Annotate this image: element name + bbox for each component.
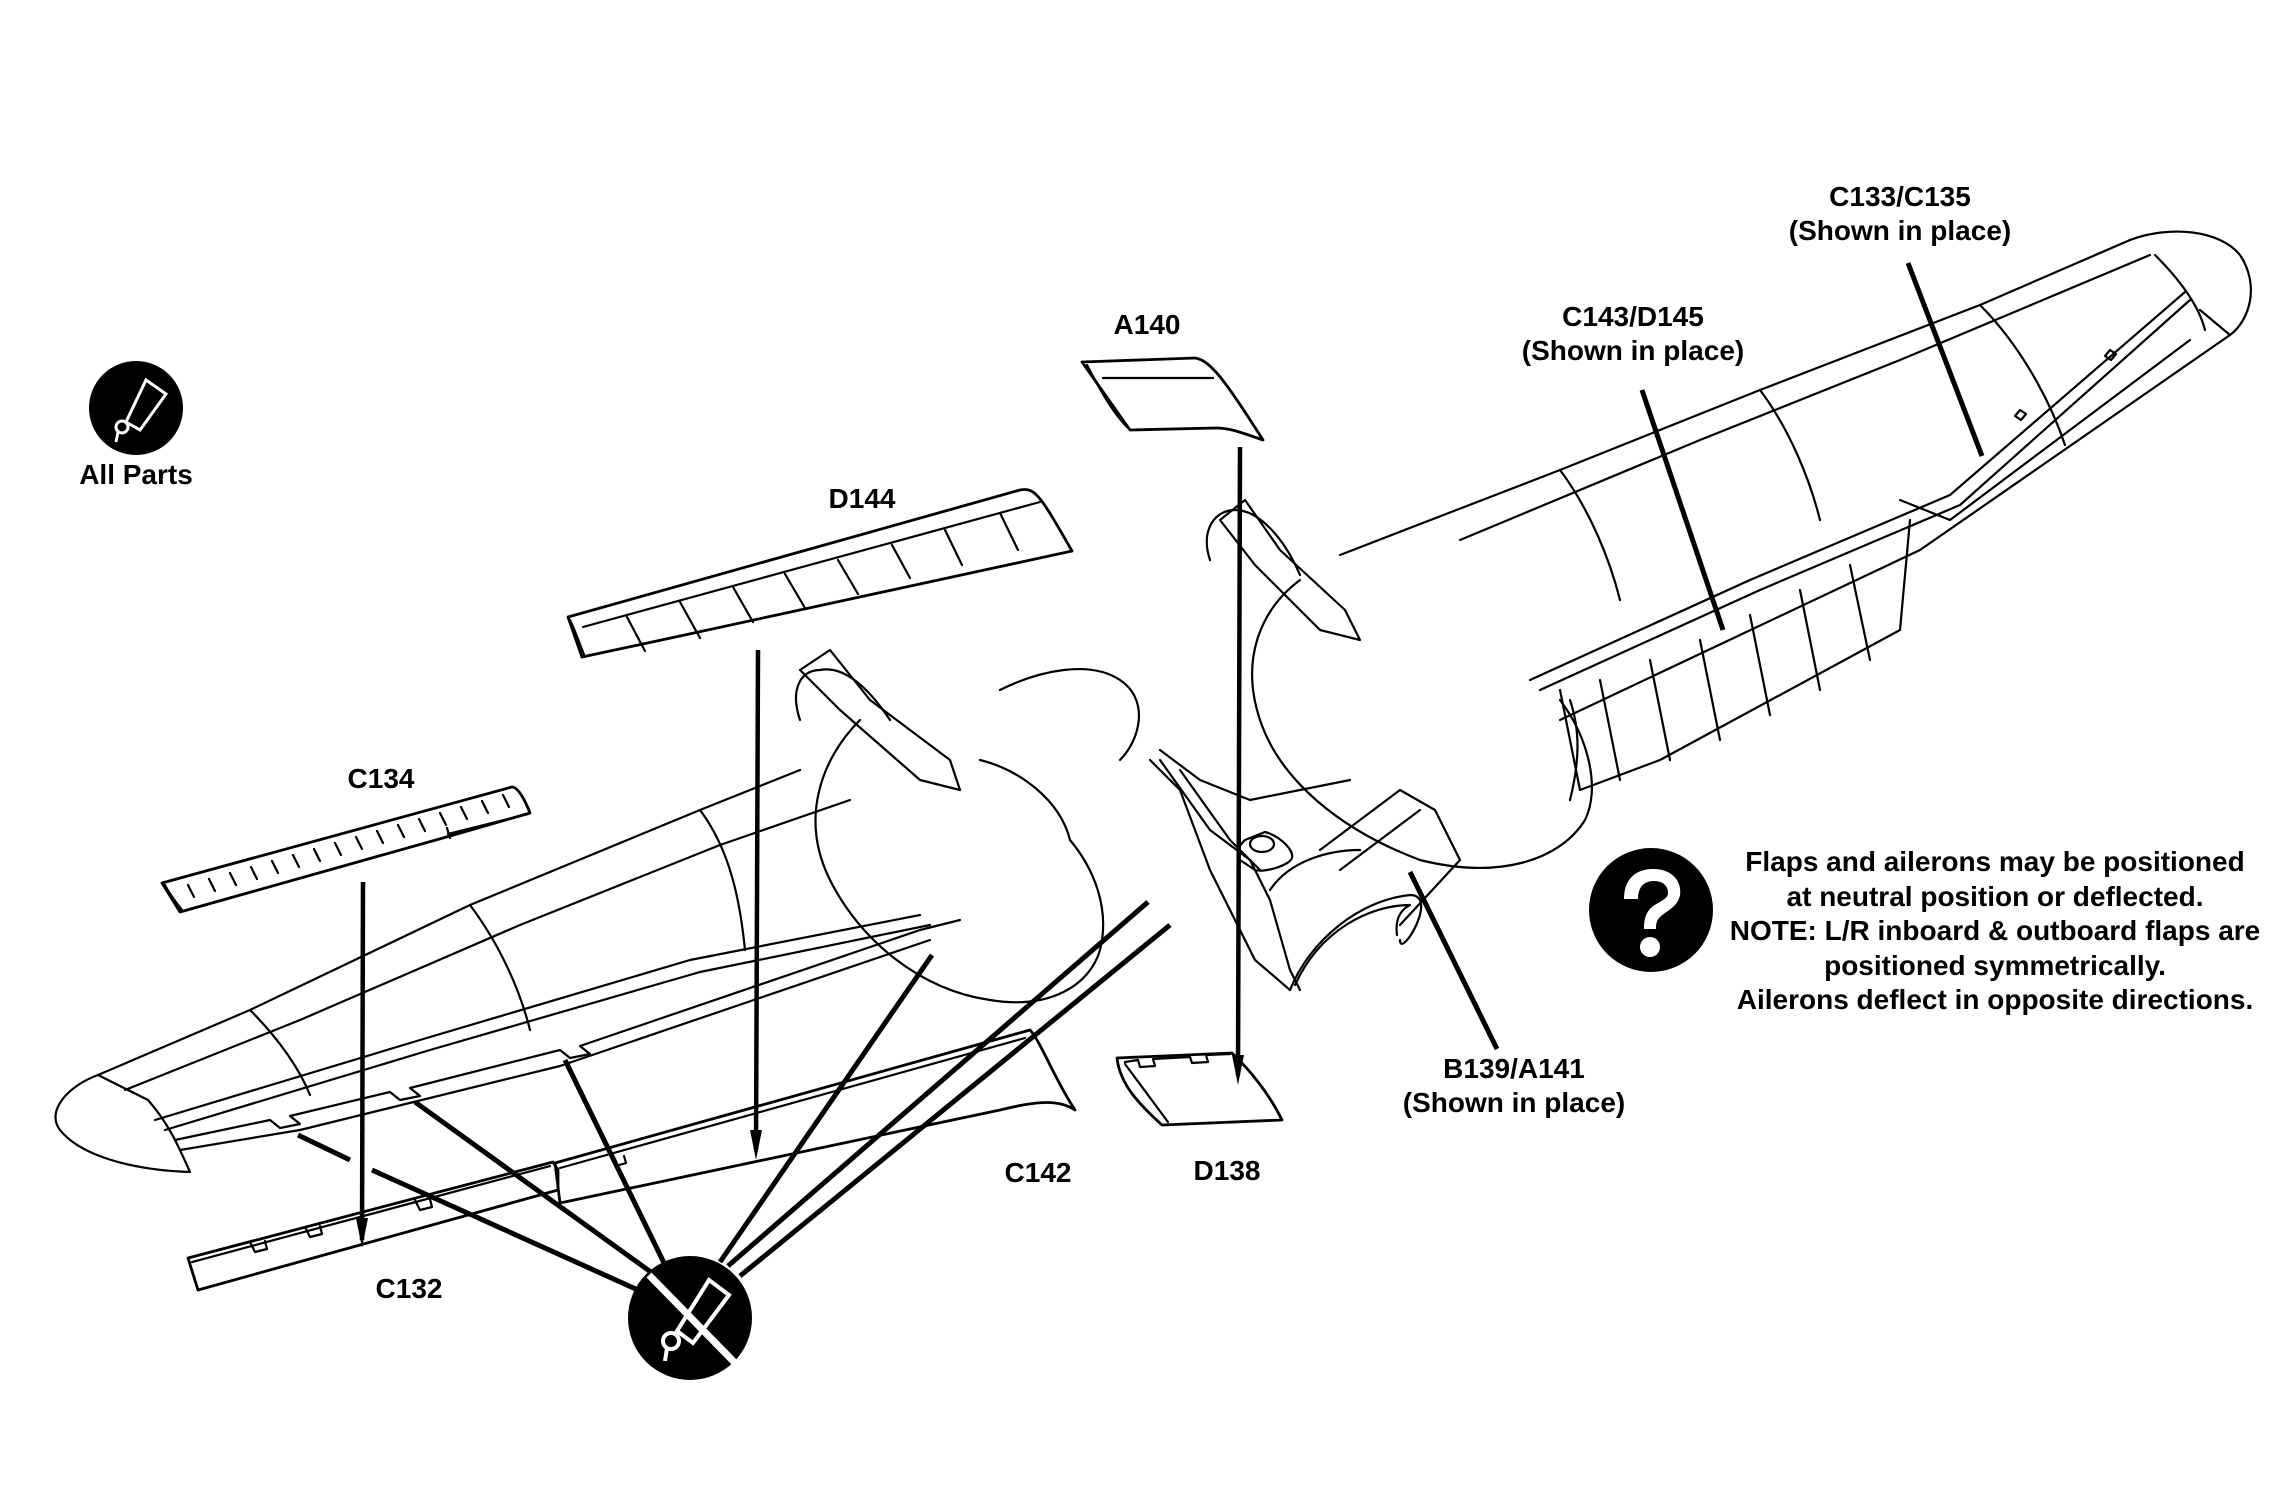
part-code: B139/A141 — [1443, 1053, 1585, 1084]
part-note: (Shown in place) — [1402, 1087, 1626, 1118]
label-c143-d145: C143/D145 (Shown in place) — [1522, 300, 1744, 368]
note-line: at neutral position or deflected. — [1786, 880, 2204, 912]
part-c134-drawing — [160, 785, 532, 914]
part-note: (Shown in place) — [1788, 215, 2012, 246]
note-line: Flaps and ailerons may be positioned — [1745, 846, 2245, 877]
note-line: NOTE: L/R inboard & outboard flaps are — [1729, 915, 2261, 946]
label-d138: D138 — [1193, 1155, 1261, 1186]
part-code: C143/D145 — [1562, 301, 1704, 332]
label-c134: C134 — [347, 763, 415, 794]
part-d138-drawing — [1115, 1051, 1284, 1127]
label-a140: A140 — [1113, 309, 1181, 340]
wing-assembly — [54, 230, 2252, 1174]
arrow-head-a140 — [1232, 1055, 1244, 1085]
note-line: Ailerons deflect in opposite directions. — [1736, 984, 2254, 1015]
pointer-lines — [296, 262, 1985, 1293]
all-parts-label: All Parts — [79, 459, 193, 490]
part-d144-drawing — [566, 488, 1074, 659]
arrow-head-d144 — [750, 1130, 762, 1160]
part-a140-drawing — [1080, 356, 1265, 442]
info-question-icon — [1588, 847, 1714, 973]
question-mark-icon — [1589, 848, 1713, 972]
note-line: positioned symmetrically. — [1824, 949, 2166, 981]
no-glue-icon — [627, 1255, 753, 1381]
right-wingtip — [2128, 230, 2252, 337]
part-code: C133/C135 — [1829, 181, 1971, 212]
left-wingtip — [54, 1073, 192, 1174]
label-c142: C142 — [1004, 1157, 1072, 1188]
right-nacelle — [1251, 578, 1593, 869]
part-c132-drawing — [186, 1160, 560, 1292]
center-section — [998, 668, 1141, 762]
glue-all-parts-icon — [88, 360, 184, 456]
glue-tube-icon — [89, 361, 183, 455]
label-c133-c135: C133/C135 (Shown in place) — [1789, 180, 2011, 248]
part-c142-drawing — [553, 1028, 1077, 1205]
left-nacelle — [814, 718, 1105, 1004]
right-wing-leading-edge — [1338, 238, 2132, 557]
label-d144: D144 — [828, 483, 896, 514]
part-note: (Shown in place) — [1521, 335, 1745, 366]
label-c132: C132 — [375, 1273, 443, 1304]
c134-rib-marks — [186, 793, 511, 899]
label-b139-a141: B139/A141 (Shown in place) — [1403, 1052, 1625, 1120]
positioning-note: Flaps and ailerons may be positioned at … — [1715, 845, 2272, 1018]
arrow-head-c134 — [356, 1218, 368, 1248]
left-wing-leading-edge — [96, 768, 802, 1077]
